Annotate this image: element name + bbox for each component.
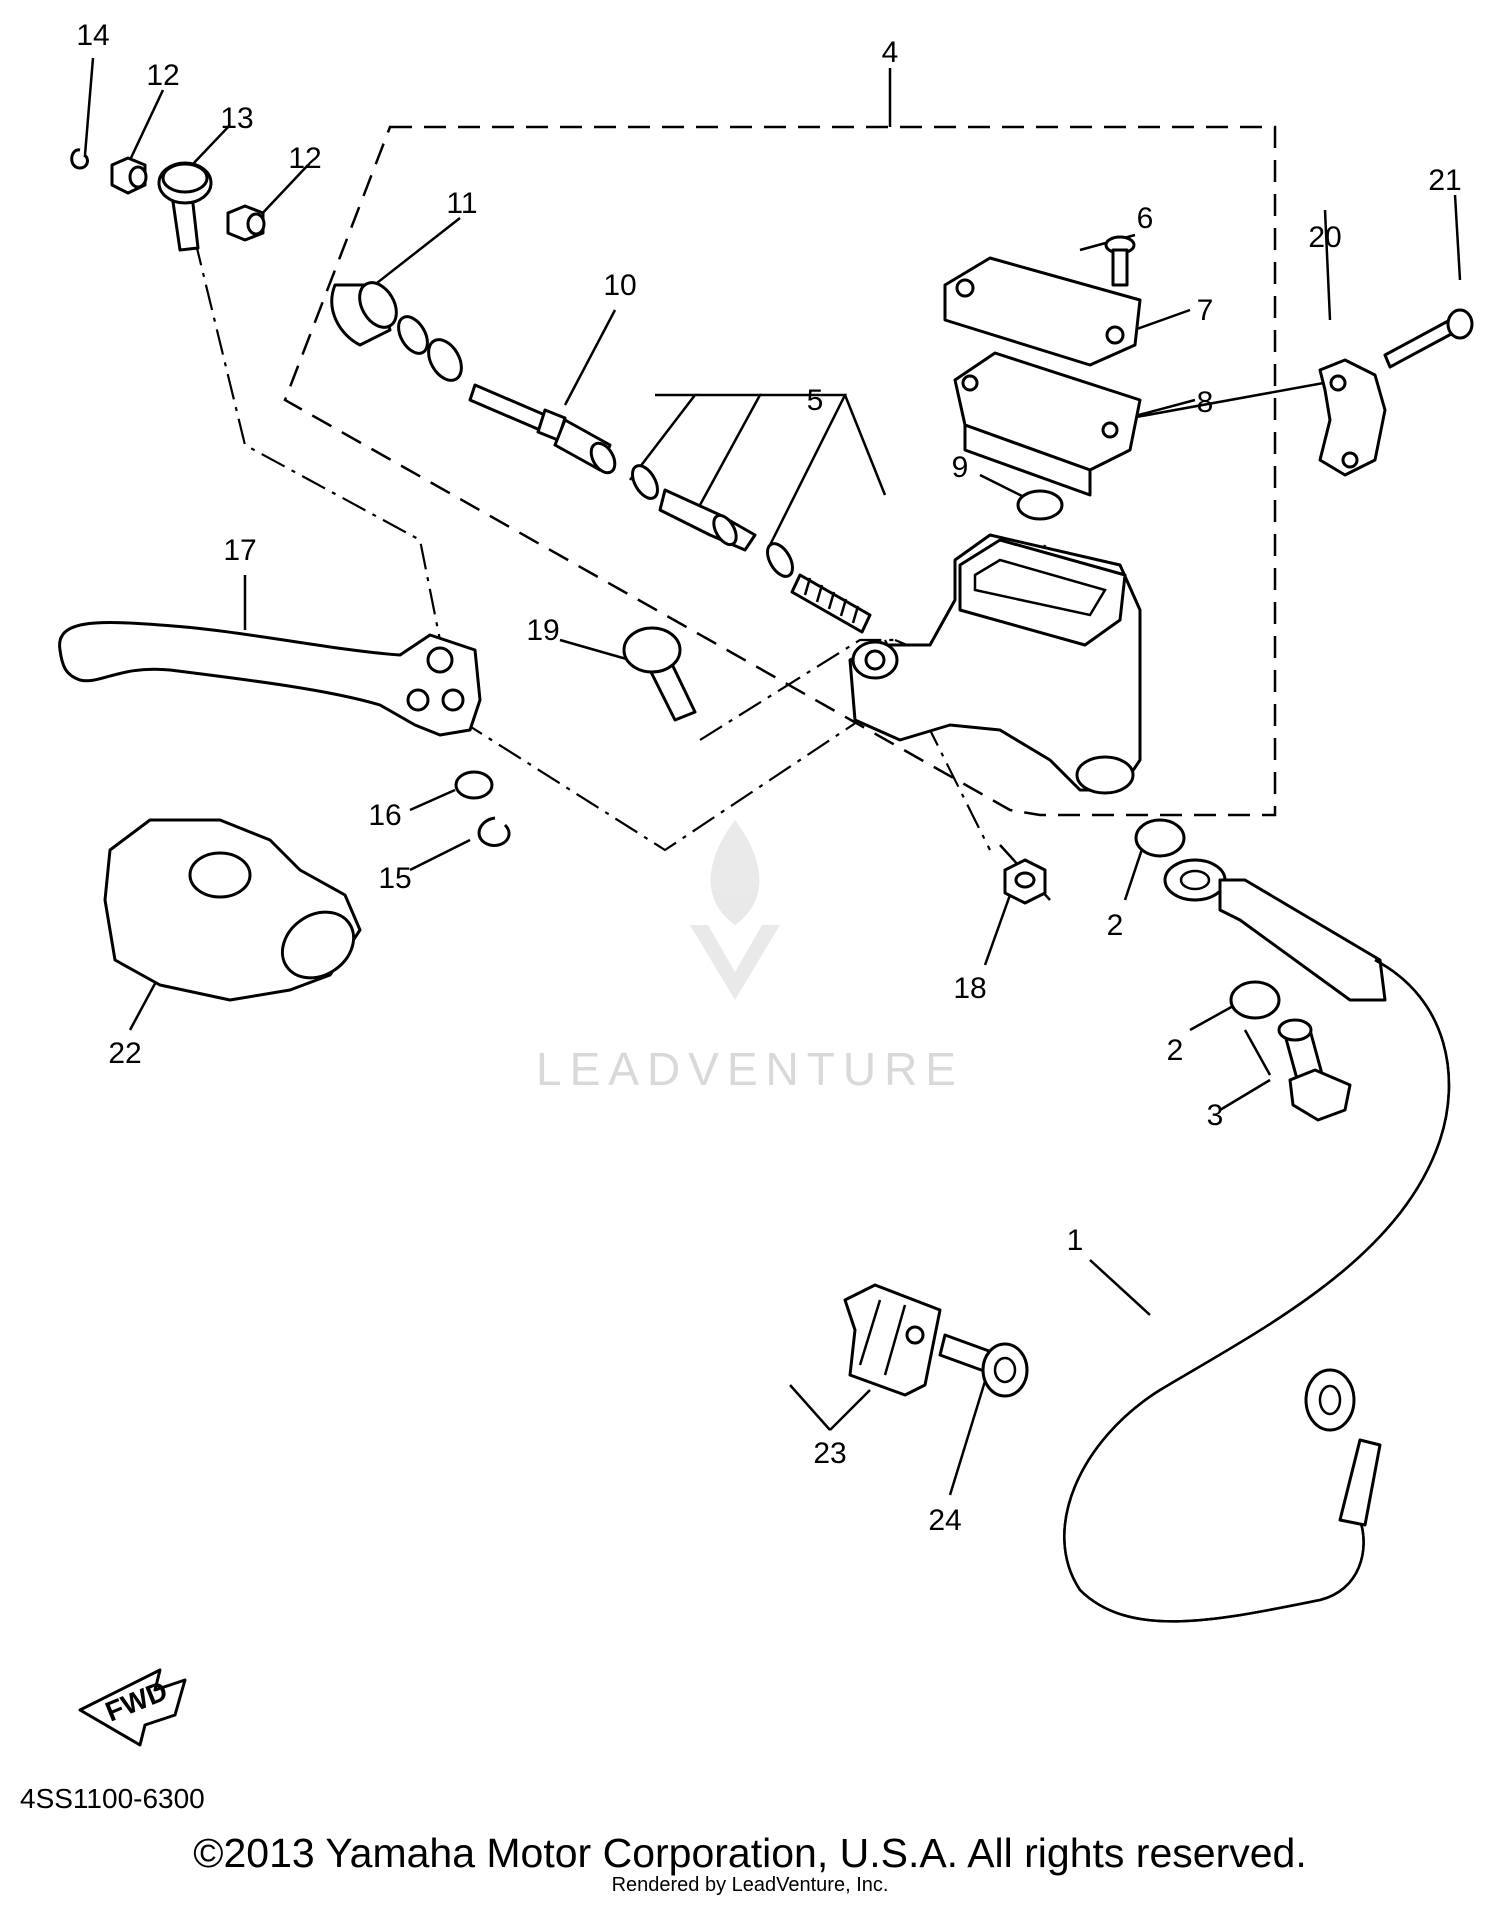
watermark-text: LEADVENTURE — [536, 1043, 964, 1095]
bolt-19-icon — [622, 626, 697, 722]
callout-17: 17 — [223, 534, 256, 567]
union-bolt-3-icon — [1277, 1018, 1352, 1122]
callout-12b: 12 — [288, 142, 321, 175]
callout-3: 3 — [1207, 1099, 1224, 1132]
callout-5: 5 — [807, 384, 824, 417]
callout-6: 6 — [1137, 202, 1154, 235]
callout-labels: 14 12 13 12 4 11 10 5 6 7 8 9 20 21 17 1… — [76, 19, 1461, 1537]
callout-9: 9 — [952, 451, 969, 484]
callout-11: 11 — [446, 187, 477, 220]
rendered-by-notice: Rendered by LeadVenture, Inc. — [611, 1874, 889, 1896]
push-rod-10-icon — [468, 383, 617, 475]
diaphragm-8-icon — [953, 351, 1142, 497]
reservoir-cover-7-icon — [943, 256, 1142, 367]
nut-12b-icon — [226, 204, 266, 242]
callout-14: 14 — [76, 19, 109, 52]
nut-12-icon — [110, 156, 148, 195]
washer-16-icon — [454, 770, 494, 800]
piston-kit-5-icon — [631, 464, 872, 634]
fwd-arrow-icon: FWD — [78, 1668, 187, 1747]
callout-12a: 12 — [146, 59, 179, 92]
watermark-logo-icon — [690, 820, 780, 1000]
callout-2a: 2 — [1107, 909, 1124, 942]
boot-11-icon — [330, 281, 463, 382]
master-cylinder-body-icon — [848, 533, 1142, 795]
callout-19: 19 — [526, 614, 559, 647]
callout-13: 13 — [220, 102, 253, 135]
callout-15: 15 — [378, 862, 411, 895]
bracket-23-icon — [843, 1283, 942, 1397]
screw-6-icon — [1104, 235, 1136, 287]
clamp-20-icon — [1318, 358, 1387, 477]
bolt-24-icon — [938, 1333, 1029, 1398]
leader-lines — [83, 57, 1462, 1496]
clutch-hose-1-icon — [1063, 858, 1451, 1623]
callout-1: 1 — [1067, 1224, 1084, 1257]
nut-18-icon — [1003, 858, 1047, 905]
callout-20: 20 — [1308, 221, 1341, 254]
lever-17-icon — [58, 621, 482, 737]
copyright-notice: ©2013 Yamaha Motor Corporation, U.S.A. A… — [193, 1830, 1307, 1876]
callout-18: 18 — [953, 972, 986, 1005]
washer-2a-icon — [1134, 818, 1186, 858]
callout-23: 23 — [813, 1437, 846, 1470]
callout-7: 7 — [1197, 294, 1214, 327]
callout-16: 16 — [368, 799, 401, 832]
callout-24: 24 — [928, 1504, 961, 1537]
callout-21: 21 — [1428, 164, 1461, 197]
callout-8: 8 — [1197, 386, 1214, 419]
lever-cover-22-icon — [103, 818, 362, 1002]
pivot-bolt-13-icon — [157, 161, 213, 252]
bolt-21-icon — [1383, 308, 1474, 369]
washer-2b-icon — [1229, 980, 1281, 1020]
float-9-icon — [1016, 489, 1064, 521]
assembly-4-boundary — [283, 125, 1277, 817]
callout-10: 10 — [603, 269, 636, 302]
part-code: 4SS1100-6300 — [20, 1783, 205, 1814]
clip-14-icon — [70, 148, 89, 170]
callout-22: 22 — [108, 1037, 141, 1070]
clip-15-icon — [477, 816, 511, 847]
assembly-paths — [193, 239, 991, 852]
callout-4: 4 — [882, 36, 899, 69]
callout-2b: 2 — [1167, 1034, 1184, 1067]
